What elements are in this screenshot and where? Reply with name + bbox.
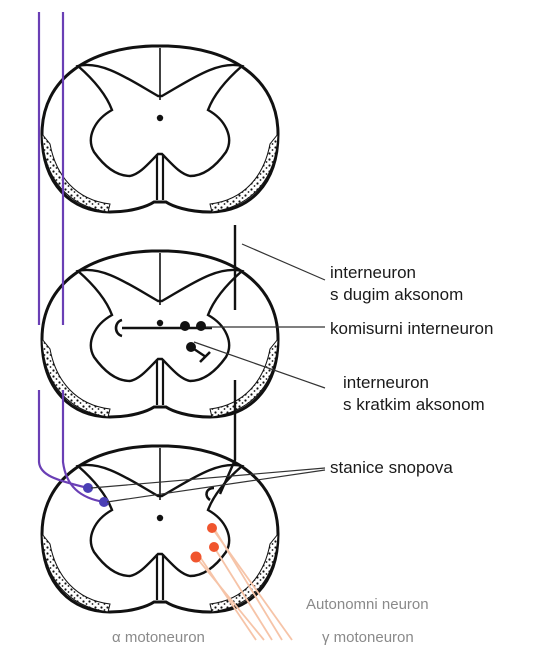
label-long-axon-line1: interneuron (330, 262, 463, 284)
label-tract-cells: stanice snopova (330, 457, 453, 479)
label-long-axon-line2: s dugim aksonom (330, 284, 463, 306)
label-short-axon-line2: s kratkim aksonom (343, 394, 485, 416)
label-alpha-motoneuron: α motoneuron (112, 627, 205, 649)
spinal-segment-top (42, 46, 278, 212)
spinal-segment-bottom (42, 446, 278, 612)
label-short-axon-interneuron: interneuron s kratkim aksonom (343, 372, 485, 416)
label-gamma-motoneuron: γ motoneuron (322, 627, 414, 649)
label-long-axon-interneuron: interneuron s dugim aksonom (330, 262, 463, 306)
label-autonomic-neuron: Autonomni neuron (306, 594, 429, 616)
autonomic-neuron-soma (207, 523, 217, 533)
gamma-motoneuron-soma (209, 542, 219, 552)
label-commissural-interneuron: komisurni interneuron (330, 318, 493, 340)
spinal-segment-middle (42, 251, 278, 417)
label-short-axon-line1: interneuron (343, 372, 485, 394)
alpha-motoneuron-soma (191, 552, 202, 563)
